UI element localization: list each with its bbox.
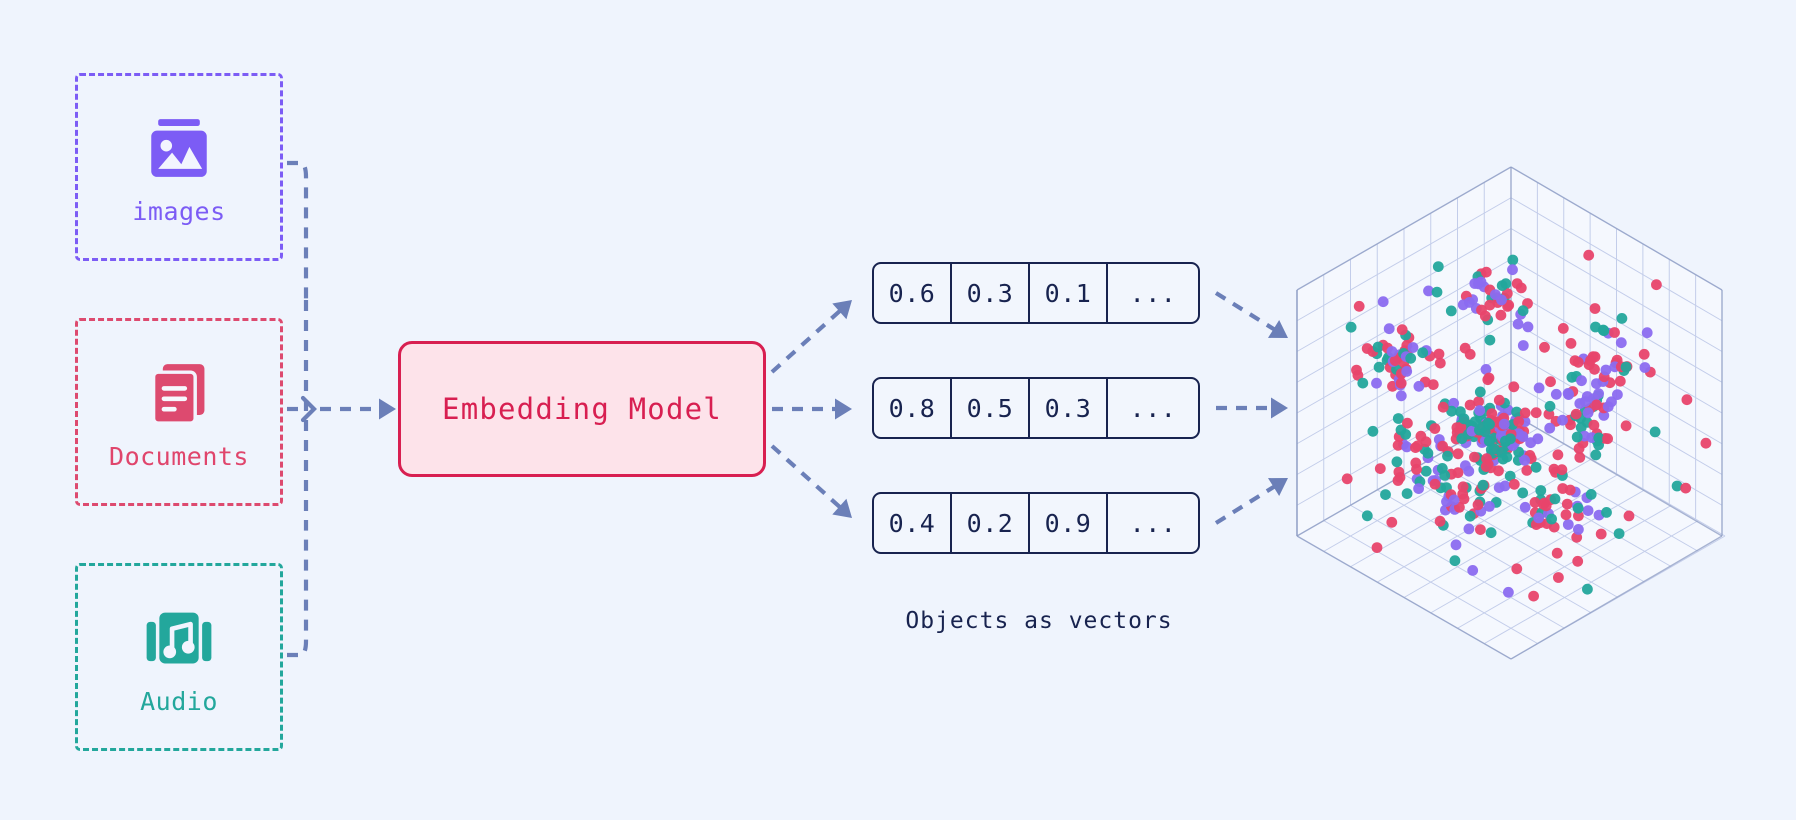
vector-row: 0.8 0.5 0.3 ... — [872, 377, 1200, 439]
vector-cell: 0.8 — [874, 379, 952, 437]
vector-cell: 0.9 — [1030, 494, 1108, 552]
embedding-model-label: Embedding Model — [442, 392, 722, 426]
vector-cell: 0.2 — [952, 494, 1030, 552]
music-note-icon — [146, 612, 212, 663]
source-label-documents: Documents — [109, 441, 249, 471]
documents-icon — [151, 363, 205, 425]
vector-cell: 0.6 — [874, 264, 952, 322]
source-box-audio[interactable]: Audio — [75, 563, 283, 751]
vector-cell-ellipsis: ... — [1129, 278, 1177, 308]
vector-cell: 0.5 — [952, 379, 1030, 437]
embedding-model-box[interactable]: Embedding Model — [398, 341, 766, 477]
source-box-documents[interactable]: Documents — [75, 318, 283, 506]
vector-cell-ellipsis: ... — [1129, 393, 1177, 423]
source-box-images[interactable]: images — [75, 73, 283, 261]
vector-cell: 0.1 — [1030, 264, 1108, 322]
vector-row: 0.6 0.3 0.1 ... — [872, 262, 1200, 324]
source-label-audio: Audio — [140, 686, 218, 716]
vector-cell: 0.4 — [874, 494, 952, 552]
image-icon — [151, 118, 207, 177]
vector-row: 0.4 0.2 0.9 ... — [872, 492, 1200, 554]
vectors-caption: Objects as vectors — [905, 608, 1173, 634]
vector-cell: 0.3 — [952, 264, 1030, 322]
vector-cell: 0.3 — [1030, 379, 1108, 437]
source-label-images: images — [132, 196, 226, 226]
vector-cell-ellipsis: ... — [1129, 508, 1177, 538]
